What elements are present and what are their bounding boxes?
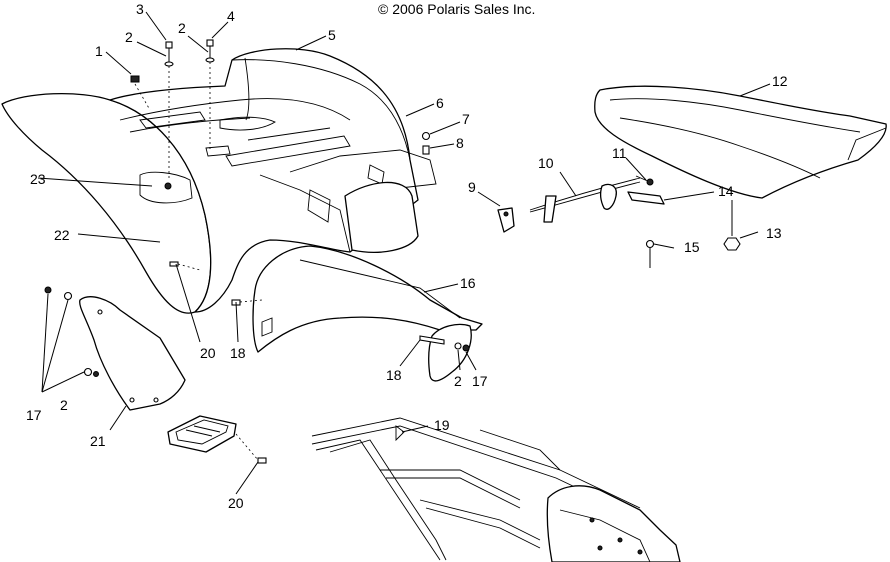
callout-10: 10 [538, 155, 554, 171]
callout-2: 2 [454, 373, 462, 389]
callout-20: 20 [200, 345, 216, 361]
step-plate [167, 415, 237, 453]
callout-22: 22 [54, 227, 70, 243]
callout-21: 21 [90, 433, 106, 449]
mud-flap-right [428, 323, 472, 382]
callout-2: 2 [60, 397, 68, 413]
callout-14: 14 [718, 183, 734, 199]
rack-cover-6 [231, 57, 419, 253]
callout-12: 12 [772, 73, 788, 89]
callout-13: 13 [766, 225, 782, 241]
seat-12 [594, 85, 887, 199]
callout-11: 11 [612, 145, 627, 161]
callout-3: 3 [136, 1, 144, 17]
callout-9: 9 [468, 179, 476, 195]
bracket-9 [497, 207, 515, 233]
copyright-text: © 2006 Polaris Sales Inc. [378, 1, 535, 17]
callout-4: 4 [227, 8, 235, 24]
callout-19: 19 [434, 417, 450, 433]
mud-flap-21 [79, 296, 186, 411]
callout-6: 6 [436, 95, 444, 111]
callouts: 1 2 3 2 4 5 6 7 8 9 10 11 12 13 14 15 16… [26, 1, 788, 511]
callout-2: 2 [125, 29, 133, 45]
latch-plate-14 [627, 191, 665, 205]
callout-17: 17 [472, 373, 488, 389]
callout-20: 20 [228, 495, 244, 511]
callout-15: 15 [684, 239, 700, 255]
callout-18: 18 [386, 367, 402, 383]
callout-16: 16 [460, 275, 476, 291]
frame-19 [311, 417, 681, 562]
callout-8: 8 [456, 135, 464, 151]
callout-5: 5 [328, 27, 336, 43]
footwell-panel-16 [252, 245, 483, 353]
hardware [44, 39, 741, 464]
leader-lines [37, 11, 771, 495]
callout-1: 1 [95, 43, 103, 59]
seat-latch-cable-10 [529, 175, 651, 223]
callout-23: 23 [30, 171, 46, 187]
callout-17: 17 [26, 407, 42, 423]
callout-7: 7 [462, 111, 470, 127]
callout-18: 18 [230, 345, 246, 361]
callout-2: 2 [178, 20, 186, 36]
rear-fender-22 [1, 48, 437, 314]
